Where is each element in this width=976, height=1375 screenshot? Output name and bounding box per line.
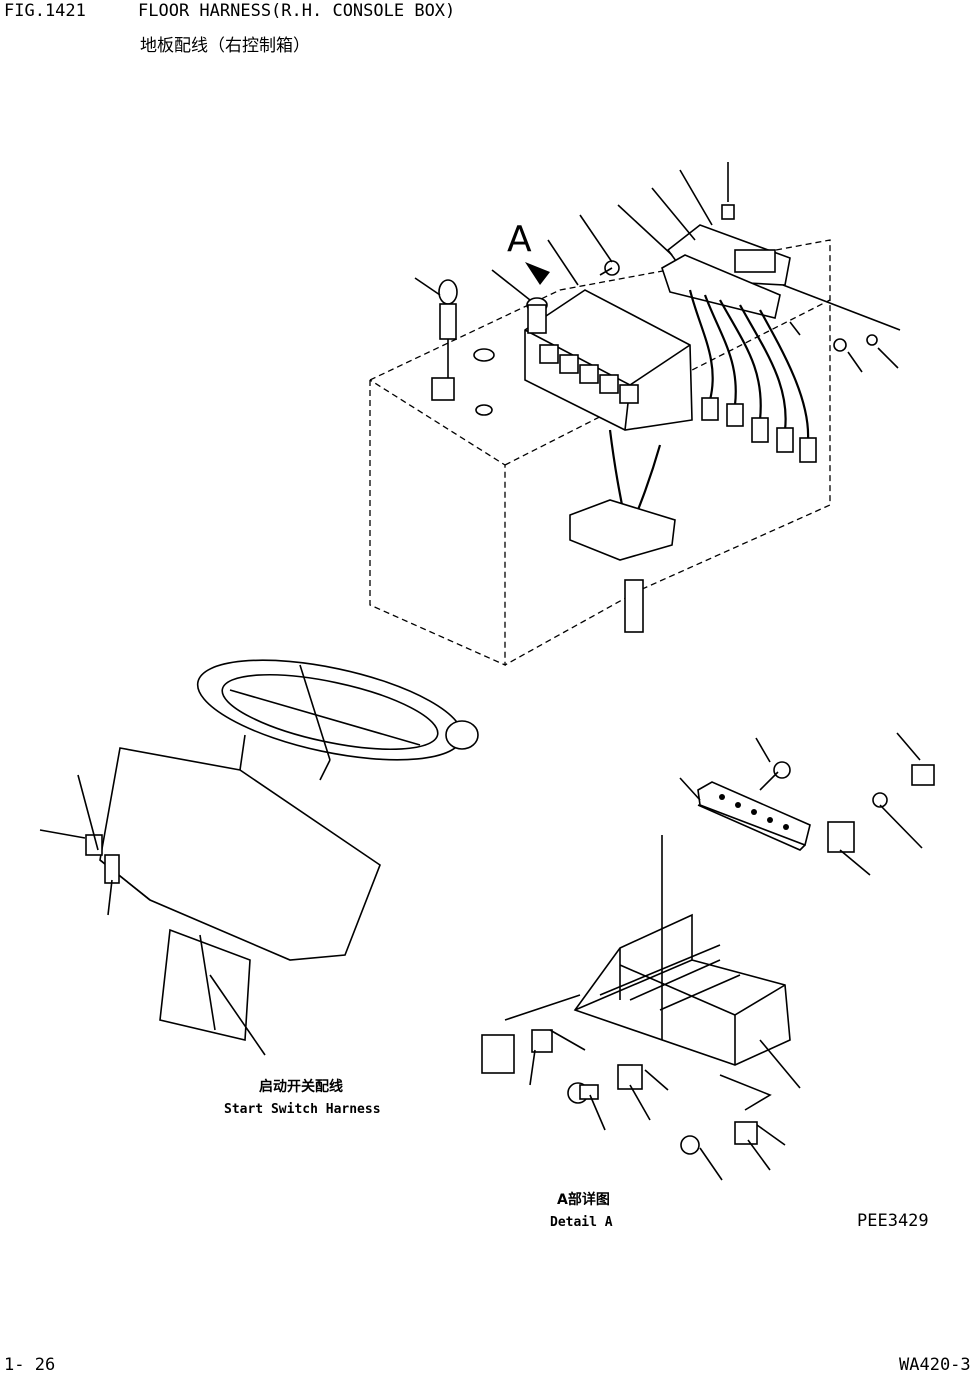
- page-number: 1- 26: [4, 1355, 56, 1375]
- detail-a-label-en: Detail A: [550, 1215, 613, 1230]
- start-switch-label-en: Start Switch Harness: [224, 1102, 381, 1117]
- detail-a-assembly: [481, 732, 935, 1181]
- drawing-code: PEE3429: [857, 1211, 929, 1231]
- console-box-assembly: [369, 162, 901, 667]
- detail-a-label-cn: A部详图: [557, 1192, 610, 1208]
- model-number: WA420-3: [899, 1355, 971, 1375]
- figure-title: FLOOR HARNESS(R.H. CONSOLE BOX): [138, 1, 456, 21]
- figure-number: FIG.1421: [4, 1, 86, 21]
- steering-column-assembly: [39, 659, 479, 1056]
- view-marker-a: A: [507, 219, 532, 260]
- start-switch-label-cn: 启动开关配线: [259, 1079, 343, 1095]
- figure-title-chinese: 地板配线（右控制箱）: [140, 36, 310, 56]
